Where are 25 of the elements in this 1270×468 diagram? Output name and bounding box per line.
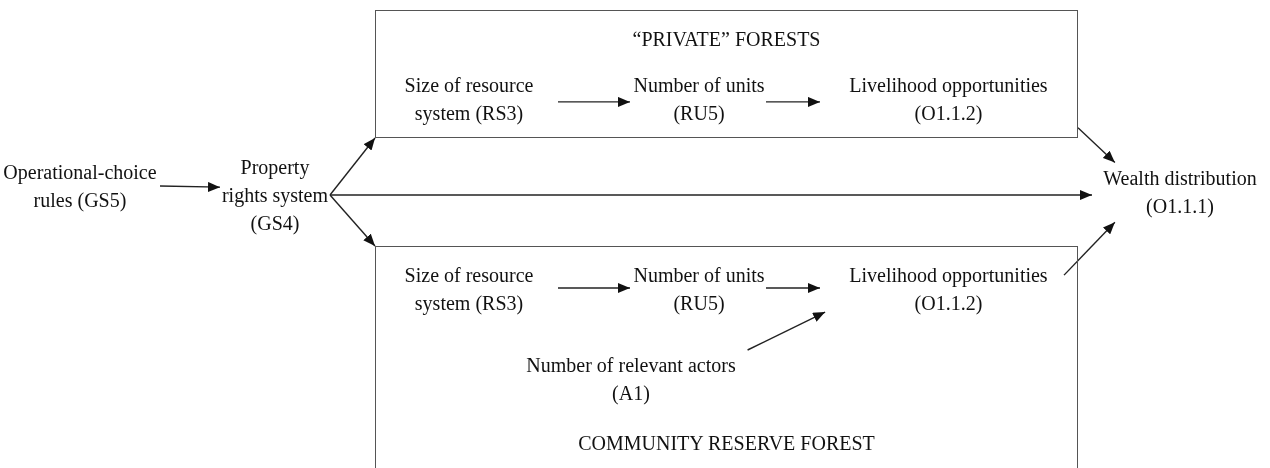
arrow	[765, 96, 821, 107]
variable-label: Number of units (RU5)	[631, 261, 767, 317]
box-title: COMMUNITY RESERVE FOREST	[577, 431, 876, 456]
forest-box	[375, 10, 1078, 138]
arrow	[159, 181, 221, 192]
arrow	[746, 311, 826, 351]
variable-label: Number of units (RU5)	[631, 71, 767, 127]
variable-label: Wealth distribution (O1.1.1)	[1092, 150, 1268, 234]
arrow	[557, 96, 631, 107]
forest-box	[375, 246, 1078, 468]
arrow	[329, 194, 376, 247]
variable-label: Property rights system (GS4)	[220, 139, 330, 251]
variable-label: Livelihood opportunities (O1.1.2)	[821, 261, 1076, 317]
arrow	[329, 137, 376, 196]
box-title: “PRIVATE” FORESTS	[631, 27, 822, 52]
variable-label: Livelihood opportunities (O1.1.2)	[821, 71, 1076, 127]
arrow	[557, 283, 631, 293]
arrow	[329, 190, 1093, 200]
arrow	[1063, 221, 1116, 276]
variable-label: Operational-choice rules (GS5)	[0, 144, 160, 228]
variable-label: Number of relevant actors (A1)	[511, 351, 751, 407]
arrow	[765, 283, 821, 293]
variable-label: Size of resource system (RS3)	[379, 261, 559, 317]
arrow	[1077, 127, 1116, 164]
variable-label: Size of resource system (RS3)	[379, 71, 559, 127]
